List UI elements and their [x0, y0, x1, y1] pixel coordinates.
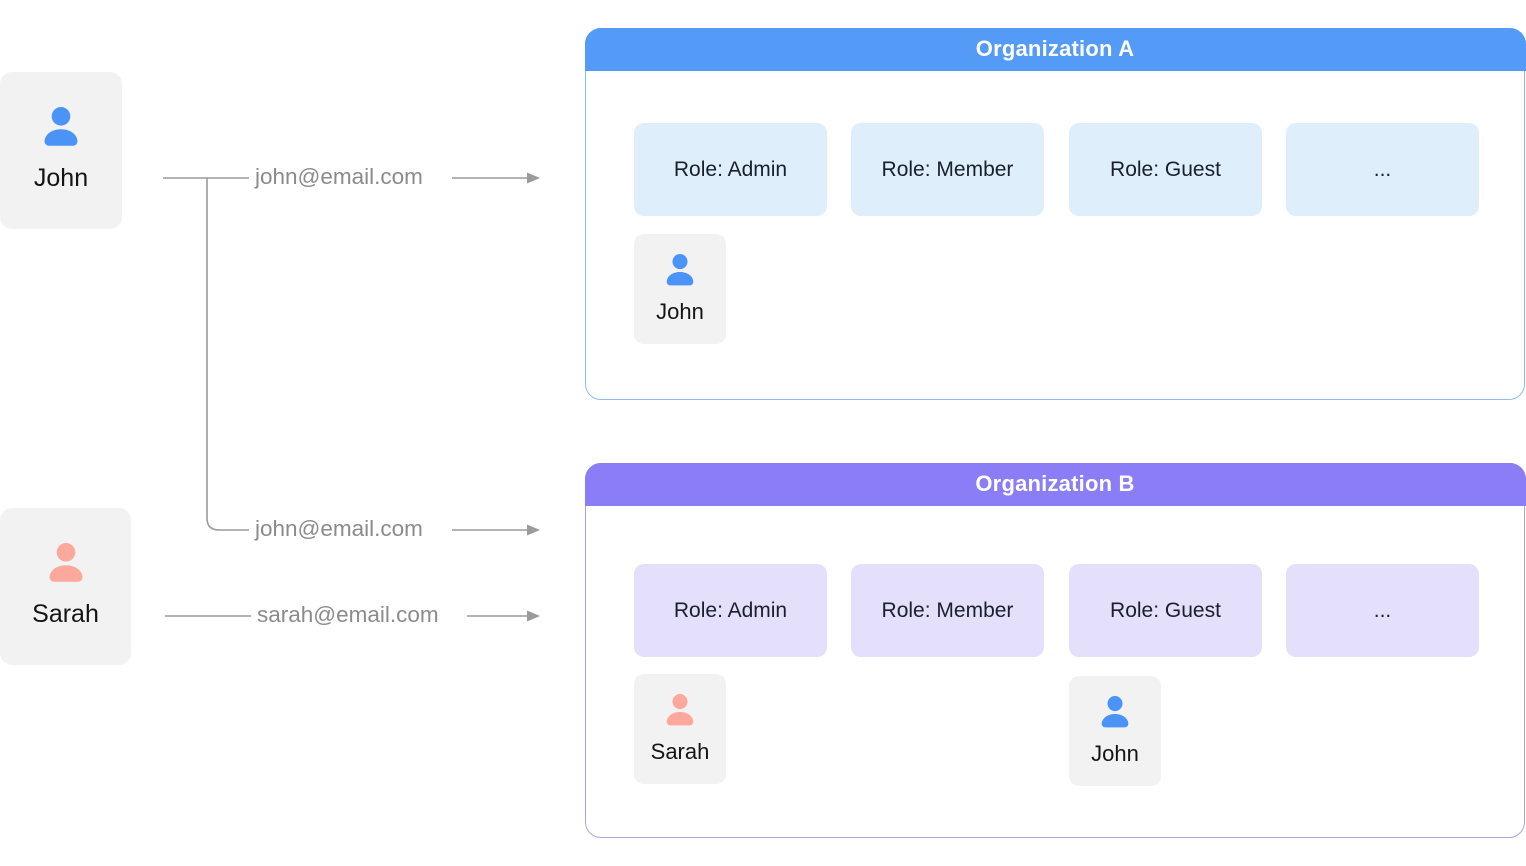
role-chip-guest: Role: Guest: [1069, 564, 1262, 657]
member-card-john: John: [634, 234, 726, 344]
member-card-john: John: [1069, 676, 1161, 786]
member-name: John: [656, 299, 704, 324]
user-name: John: [33, 164, 89, 192]
user-card-sarah: Sarah: [0, 508, 131, 665]
member-card-sarah: Sarah: [634, 674, 726, 784]
user-icon: [40, 538, 92, 590]
organization-title: Organization A: [975, 36, 1135, 61]
organization-a-box: Organization A Role: Admin Role: Member …: [584, 27, 1526, 400]
organization-a-header: Organization A: [584, 27, 1526, 71]
user-icon: [1094, 692, 1136, 734]
user-name: Sarah: [32, 600, 99, 628]
organization-b-header: Organization B: [584, 462, 1526, 506]
role-chip-guest: Role: Guest: [1069, 123, 1262, 216]
member-name: John: [1091, 741, 1139, 766]
role-chip-admin: Role: Admin: [634, 123, 827, 216]
email-label-john-org-a: john@email.com: [255, 164, 423, 189]
user-icon: [659, 250, 701, 292]
user-card-john: John: [0, 72, 122, 229]
role-chip-more: ...: [1286, 123, 1479, 216]
member-name: Sarah: [650, 739, 710, 764]
role-chip-member: Role: Member: [851, 564, 1044, 657]
user-icon: [659, 690, 701, 732]
role-chip-member: Role: Member: [851, 123, 1044, 216]
role-chip-admin: Role: Admin: [634, 564, 827, 657]
organization-b-box: Organization B Role: Admin Role: Member …: [584, 462, 1526, 838]
organization-title: Organization B: [975, 471, 1135, 496]
user-icon: [35, 102, 87, 154]
role-chip-more: ...: [1286, 564, 1479, 657]
email-label-sarah-org-b: sarah@email.com: [257, 602, 439, 627]
email-label-john-org-b: john@email.com: [255, 516, 423, 541]
